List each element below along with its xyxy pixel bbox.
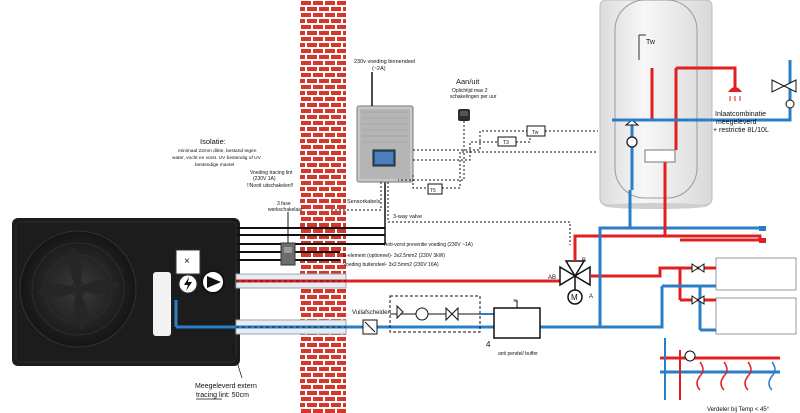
- supply-indoor-amp-label: (~2A): [372, 66, 386, 72]
- on-off-sub2: schakelingen per uur: [450, 94, 497, 100]
- sensor-wiring: T5 T3 Tw: [330, 125, 598, 245]
- dirt-separator-group: Vuilafscheider: [352, 295, 494, 335]
- switch-label-1: 3 fase: [277, 201, 291, 207]
- outdoor-pipes: [174, 273, 600, 335]
- radiator-top: [715, 257, 797, 291]
- unit-side-panel: [153, 272, 171, 336]
- tracing-supply-label-1: Voeding tracing lint: [250, 170, 293, 176]
- anti-frost-label: Anti-vorst preventie voeding (230V ~1A): [384, 242, 473, 248]
- dirt-separator-label: Vuilafscheider: [352, 310, 389, 316]
- insulation-line-1: minimaal 22mm dikte, bestand tegen: [178, 148, 257, 154]
- indoor-control-unit: [356, 72, 414, 183]
- outdoor-supply-label: Voeding buitendeel- 3x2.5mm2 (230V 16A): [343, 262, 439, 268]
- svg-text:T5: T5: [430, 188, 436, 194]
- insulation-line-2: water, vocht en vorst. UV bestendig of U…: [172, 155, 262, 161]
- outdoor-heat-pump-unit: ×: [12, 218, 240, 366]
- insulation-title: Isolatie:: [200, 137, 226, 146]
- svg-text:Tw: Tw: [532, 130, 539, 136]
- inlet-label-3: + restrictie 8L/10L: [713, 127, 769, 134]
- electric-box: [175, 249, 201, 275]
- svg-text:M: M: [571, 293, 578, 302]
- inlet-label-1: Inlaatcombinatie: [715, 111, 766, 118]
- three-way-valve-label: 3-way valve: [393, 214, 422, 220]
- underfloor-manifold: Verdeler bij Temp < 45°: [660, 338, 780, 413]
- tw-label: Tw: [646, 39, 656, 46]
- buffer-tank: × 4 anti pendel/ buffer: [486, 298, 541, 357]
- valve-motor: [567, 289, 583, 305]
- port-b-label: B: [582, 258, 586, 264]
- annotations: 230v voeding binnendeel (~2A) Aan/uit Op…: [172, 59, 497, 400]
- t5-box: [427, 183, 443, 195]
- radiator-bottom: [715, 297, 797, 335]
- hot-water-tank: [599, 0, 713, 209]
- tracing-supply-label-3: !!Nooit uitschakelen!!: [247, 183, 293, 189]
- tracing-included-label-2: tracing lint: 50cm: [196, 392, 249, 399]
- electric-box-x: ×: [184, 256, 190, 267]
- tracing-included-label-1: Meegeleverd extern: [195, 383, 257, 390]
- buffer-label: anti pendel/ buffer: [498, 351, 538, 357]
- port-a-label: A: [589, 294, 593, 300]
- tracing-supply-label-2: (230V 1A): [253, 176, 276, 182]
- svg-text:×: ×: [513, 298, 517, 305]
- shower-icon: [676, 66, 742, 101]
- supply-indoor-label: 230v voeding binnendeel: [354, 59, 415, 65]
- manifold-label: Verdeler bij Temp < 45°: [707, 407, 770, 413]
- sensor-cables-label: Sensorkabels: [347, 199, 381, 205]
- switch-label-2: werkschakelaar: [268, 207, 303, 213]
- insulation-line-3: bestendige mantel: [195, 162, 234, 168]
- thermostat-on-off: [398, 109, 470, 181]
- on-off-label: Aan/uit: [456, 77, 480, 86]
- on-off-sub1: Oplichtijd max 2: [452, 88, 488, 94]
- e-element-label: E-element (optioneel)- 3x2.5mm2 (230V 3k…: [343, 253, 445, 259]
- svg-text:T3: T3: [503, 140, 509, 146]
- port-ab-label: AB: [548, 275, 556, 281]
- brick-wall: [300, 0, 346, 413]
- buffer-number: 4: [486, 340, 491, 349]
- inlet-label-2: meegeleverd: [716, 119, 757, 126]
- radiators: [600, 257, 797, 335]
- tank-tw-sensor: Tw: [638, 34, 656, 60]
- inlet-combination: Inlaatcombinatie meegeleverd + restricti…: [612, 60, 797, 134]
- three-phase-switch: [280, 212, 296, 266]
